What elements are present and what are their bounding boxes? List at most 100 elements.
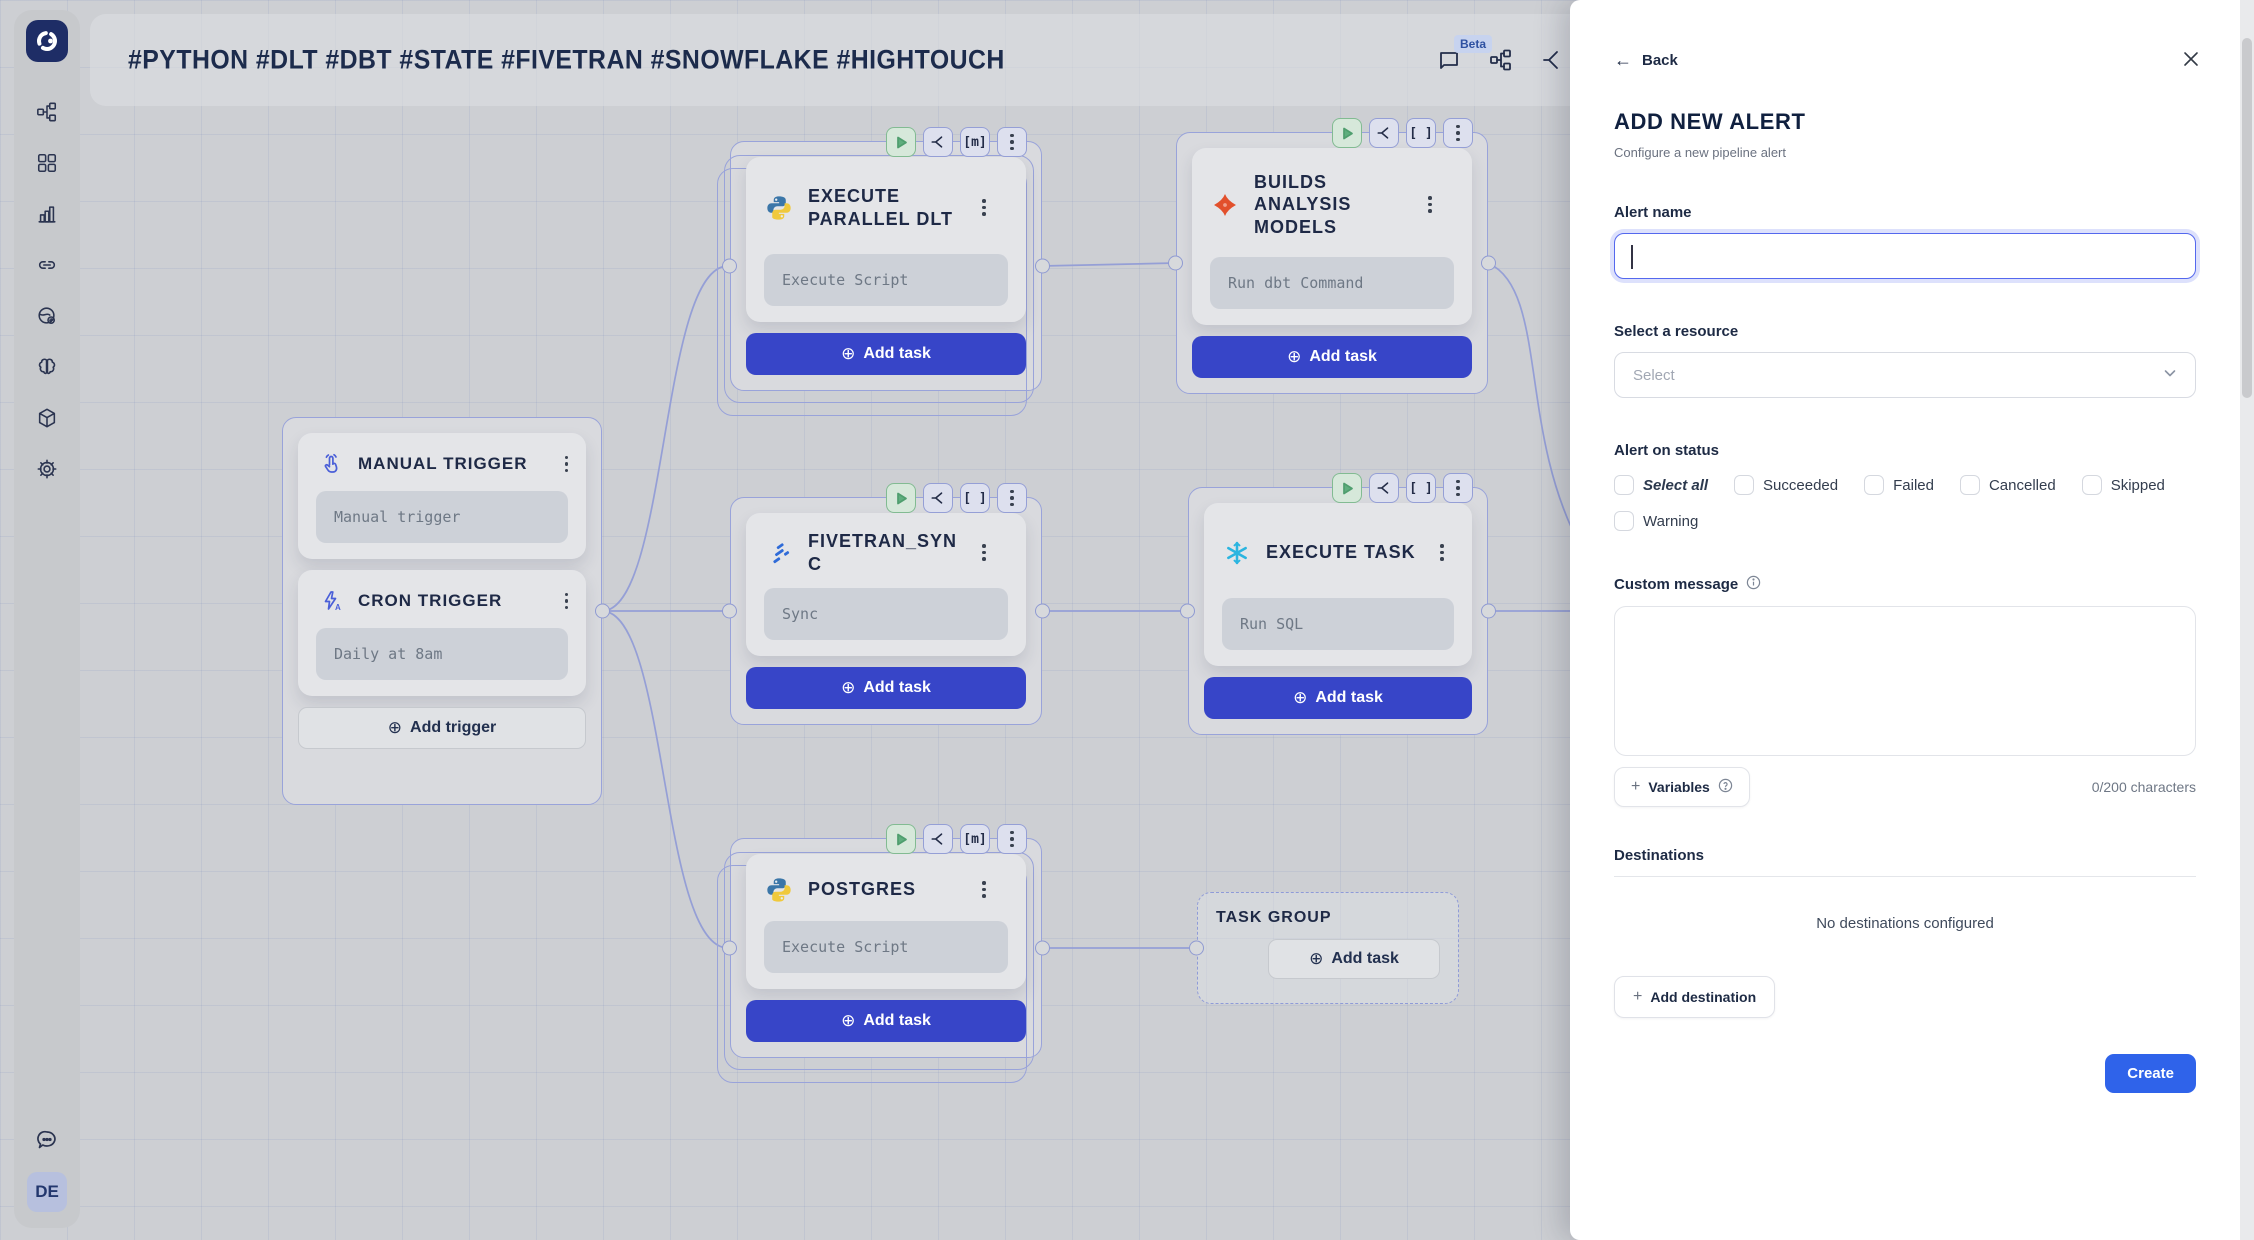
orchestra-logo[interactable] [26,20,68,62]
task-card[interactable]: POSTGRES Execute Script [746,854,1026,989]
output-port[interactable] [1481,255,1496,271]
custom-message-input[interactable] [1614,606,2196,756]
task-menu-button[interactable] [982,544,986,561]
comments-button[interactable]: Beta [1436,35,1492,73]
node-menu-button[interactable] [997,483,1027,513]
task-card[interactable]: BUILDS ANALYSIS MODELS Run dbt Command [1192,148,1472,325]
branch-node-button[interactable] [923,483,953,513]
node-toolbar: [m] [886,824,1027,854]
add-task-button[interactable]: ⊕ Add task [1192,336,1472,378]
checkbox[interactable] [1734,475,1755,495]
node-menu-button[interactable] [1443,118,1473,148]
run-node-button[interactable] [886,824,916,854]
input-port[interactable] [1189,940,1204,956]
add-task-button[interactable]: ⊕ Add task [746,1000,1026,1042]
output-port[interactable] [1035,603,1050,619]
output-port[interactable] [1481,603,1496,619]
alert-name-input[interactable] [1615,234,2195,278]
branch-node-button[interactable] [1369,118,1399,148]
python-icon [764,193,794,223]
branch-node-button[interactable] [923,127,953,157]
scrollbar-thumb[interactable] [2242,38,2252,398]
task-card[interactable]: EXECUTE TASK Run SQL [1204,503,1472,666]
checkbox[interactable] [1614,511,1634,531]
checkbox-succeeded[interactable]: Succeeded [1734,475,1838,495]
task-menu-button[interactable] [982,881,986,898]
checkbox-select-all[interactable]: Select all [1614,475,1708,495]
run-node-button[interactable] [886,483,916,513]
variables-button[interactable]: + Variables [1614,767,1750,807]
input-port[interactable] [1168,255,1183,271]
node-menu-button[interactable] [1443,473,1473,503]
run-node-button[interactable] [1332,473,1362,503]
run-node-button[interactable] [1332,118,1362,148]
cron-trigger-card[interactable]: A CRON TRIGGER Daily at 8am [298,570,586,696]
back-button[interactable]: ← Back [1614,50,1678,70]
node-menu-button[interactable] [997,127,1027,157]
matrix-button[interactable]: [m] [960,127,990,157]
info-icon[interactable] [1746,575,1761,594]
close-icon[interactable] [2182,50,2200,68]
input-port[interactable] [722,603,737,619]
settings-gear-icon[interactable] [35,457,59,481]
add-destination-button[interactable]: + Add destination [1614,976,1776,1018]
node-execute-parallel-dlt[interactable]: [m] EXECUTE PARALLEL DLT Execute Script … [717,127,1050,416]
add-task-button[interactable]: ⊕ Add task [1204,677,1472,719]
checkbox-warning[interactable]: Warning [1614,511,1698,531]
back-arrow-icon: ← [1614,50,1632,70]
output-port[interactable] [595,603,610,619]
scrollbar[interactable] [2240,0,2254,1240]
chat-bubble-icon[interactable] [35,1128,59,1152]
user-avatar[interactable]: DE [27,1172,67,1212]
checkbox[interactable] [1614,475,1634,495]
branch-node-button[interactable] [1369,473,1399,503]
resource-select[interactable]: Select [1614,352,2196,398]
node-fivetran-sync[interactable]: [ ] FIVETRAN_SYNC Sy [722,483,1050,725]
task-card[interactable]: FIVETRAN_SYNC Sync [746,513,1026,656]
node-execute-task[interactable]: [ ] EXECUTE TASK Run SQL ⊕ Add task [1180,473,1496,735]
cube-icon[interactable] [35,406,59,430]
add-task-button[interactable]: ⊕ Add task [746,333,1026,375]
brain-icon[interactable] [35,355,59,379]
branch-button[interactable] [1540,47,1566,73]
branch-node-button[interactable] [923,824,953,854]
add-trigger-button[interactable]: ⊕ Add trigger [298,707,586,749]
task-menu-button[interactable] [1428,196,1432,213]
task-menu-button[interactable] [1440,544,1444,561]
checkbox[interactable] [2081,475,2102,495]
output-port[interactable] [1035,940,1050,956]
output-port[interactable] [1035,258,1050,274]
parameters-button[interactable]: [ ] [1406,473,1436,503]
input-port[interactable] [722,940,737,956]
link-icon[interactable] [35,253,59,277]
checkbox[interactable] [1959,475,1980,495]
checkbox-cancelled[interactable]: Cancelled [1959,475,2056,495]
pipeline-view-button[interactable] [1488,47,1514,73]
task-menu-button[interactable] [982,199,986,216]
add-task-button[interactable]: ⊕ Add task [1268,939,1440,979]
bar-chart-icon[interactable] [35,202,59,226]
add-task-button[interactable]: ⊕ Add task [746,667,1026,709]
checkbox-failed[interactable]: Failed [1864,475,1934,495]
node-builds-analysis-models[interactable]: [ ] BUILDS ANALYSIS MODELS Run dbt Comma… [1168,118,1496,394]
parameters-button[interactable]: [ ] [960,483,990,513]
task-card[interactable]: EXECUTE PARALLEL DLT Execute Script [746,157,1026,322]
matrix-button[interactable]: [m] [960,824,990,854]
trigger-group[interactable]: MANUAL TRIGGER Manual trigger A CRON TRI… [282,417,610,805]
trigger-menu-button[interactable] [564,455,568,473]
parameters-button[interactable]: [ ] [1406,118,1436,148]
run-node-button[interactable] [886,127,916,157]
trigger-menu-button[interactable] [564,592,568,610]
node-menu-button[interactable] [997,824,1027,854]
pipeline-icon[interactable] [35,100,59,124]
node-postgres[interactable]: [m] POSTGRES Execute Script ⊕ Add task [717,824,1050,1083]
apps-grid-icon[interactable] [35,151,59,175]
task-group[interactable]: TASK GROUP ⊕ Add task [1189,892,1459,1004]
manual-trigger-card[interactable]: MANUAL TRIGGER Manual trigger [298,433,586,559]
checkbox[interactable] [1864,475,1885,495]
create-button[interactable]: Create [2105,1054,2196,1093]
input-port[interactable] [722,258,737,274]
globe-icon[interactable] [35,304,59,328]
checkbox-skipped[interactable]: Skipped [2081,475,2165,495]
input-port[interactable] [1180,603,1195,619]
